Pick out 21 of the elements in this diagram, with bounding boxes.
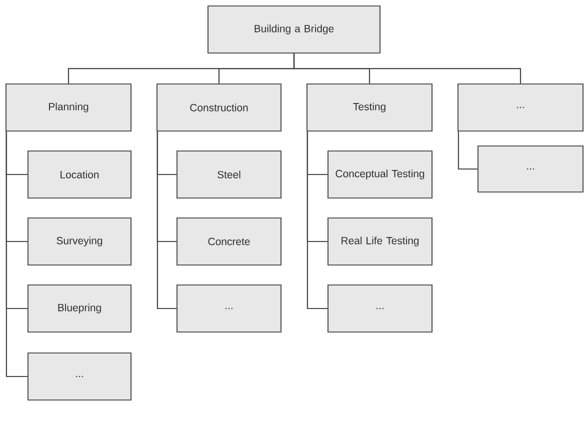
task-box: Location (27, 150, 132, 199)
category-box: ... (457, 83, 584, 132)
category-box: Testing (306, 83, 433, 132)
category-box: Construction (156, 83, 282, 132)
task-box: Steel (176, 150, 282, 199)
connector-line (306, 132, 328, 310)
task-box: Conceptual Testing (327, 150, 433, 199)
connector-line (6, 132, 28, 378)
task-box: ... (176, 284, 282, 333)
task-box: ... (327, 284, 433, 333)
task-box: Surveying (27, 217, 132, 266)
connector-line (156, 132, 176, 310)
task-box: Concrete (176, 217, 282, 266)
connector-line (458, 132, 478, 170)
task-box: Real Life Testing (327, 217, 433, 266)
root-box: Building a Bridge (207, 5, 381, 54)
task-box: Bluepring (27, 284, 132, 333)
task-box: ... (27, 352, 132, 401)
category-box: Planning (5, 83, 132, 132)
task-box: ... (477, 145, 584, 193)
connector-line (293, 54, 522, 84)
